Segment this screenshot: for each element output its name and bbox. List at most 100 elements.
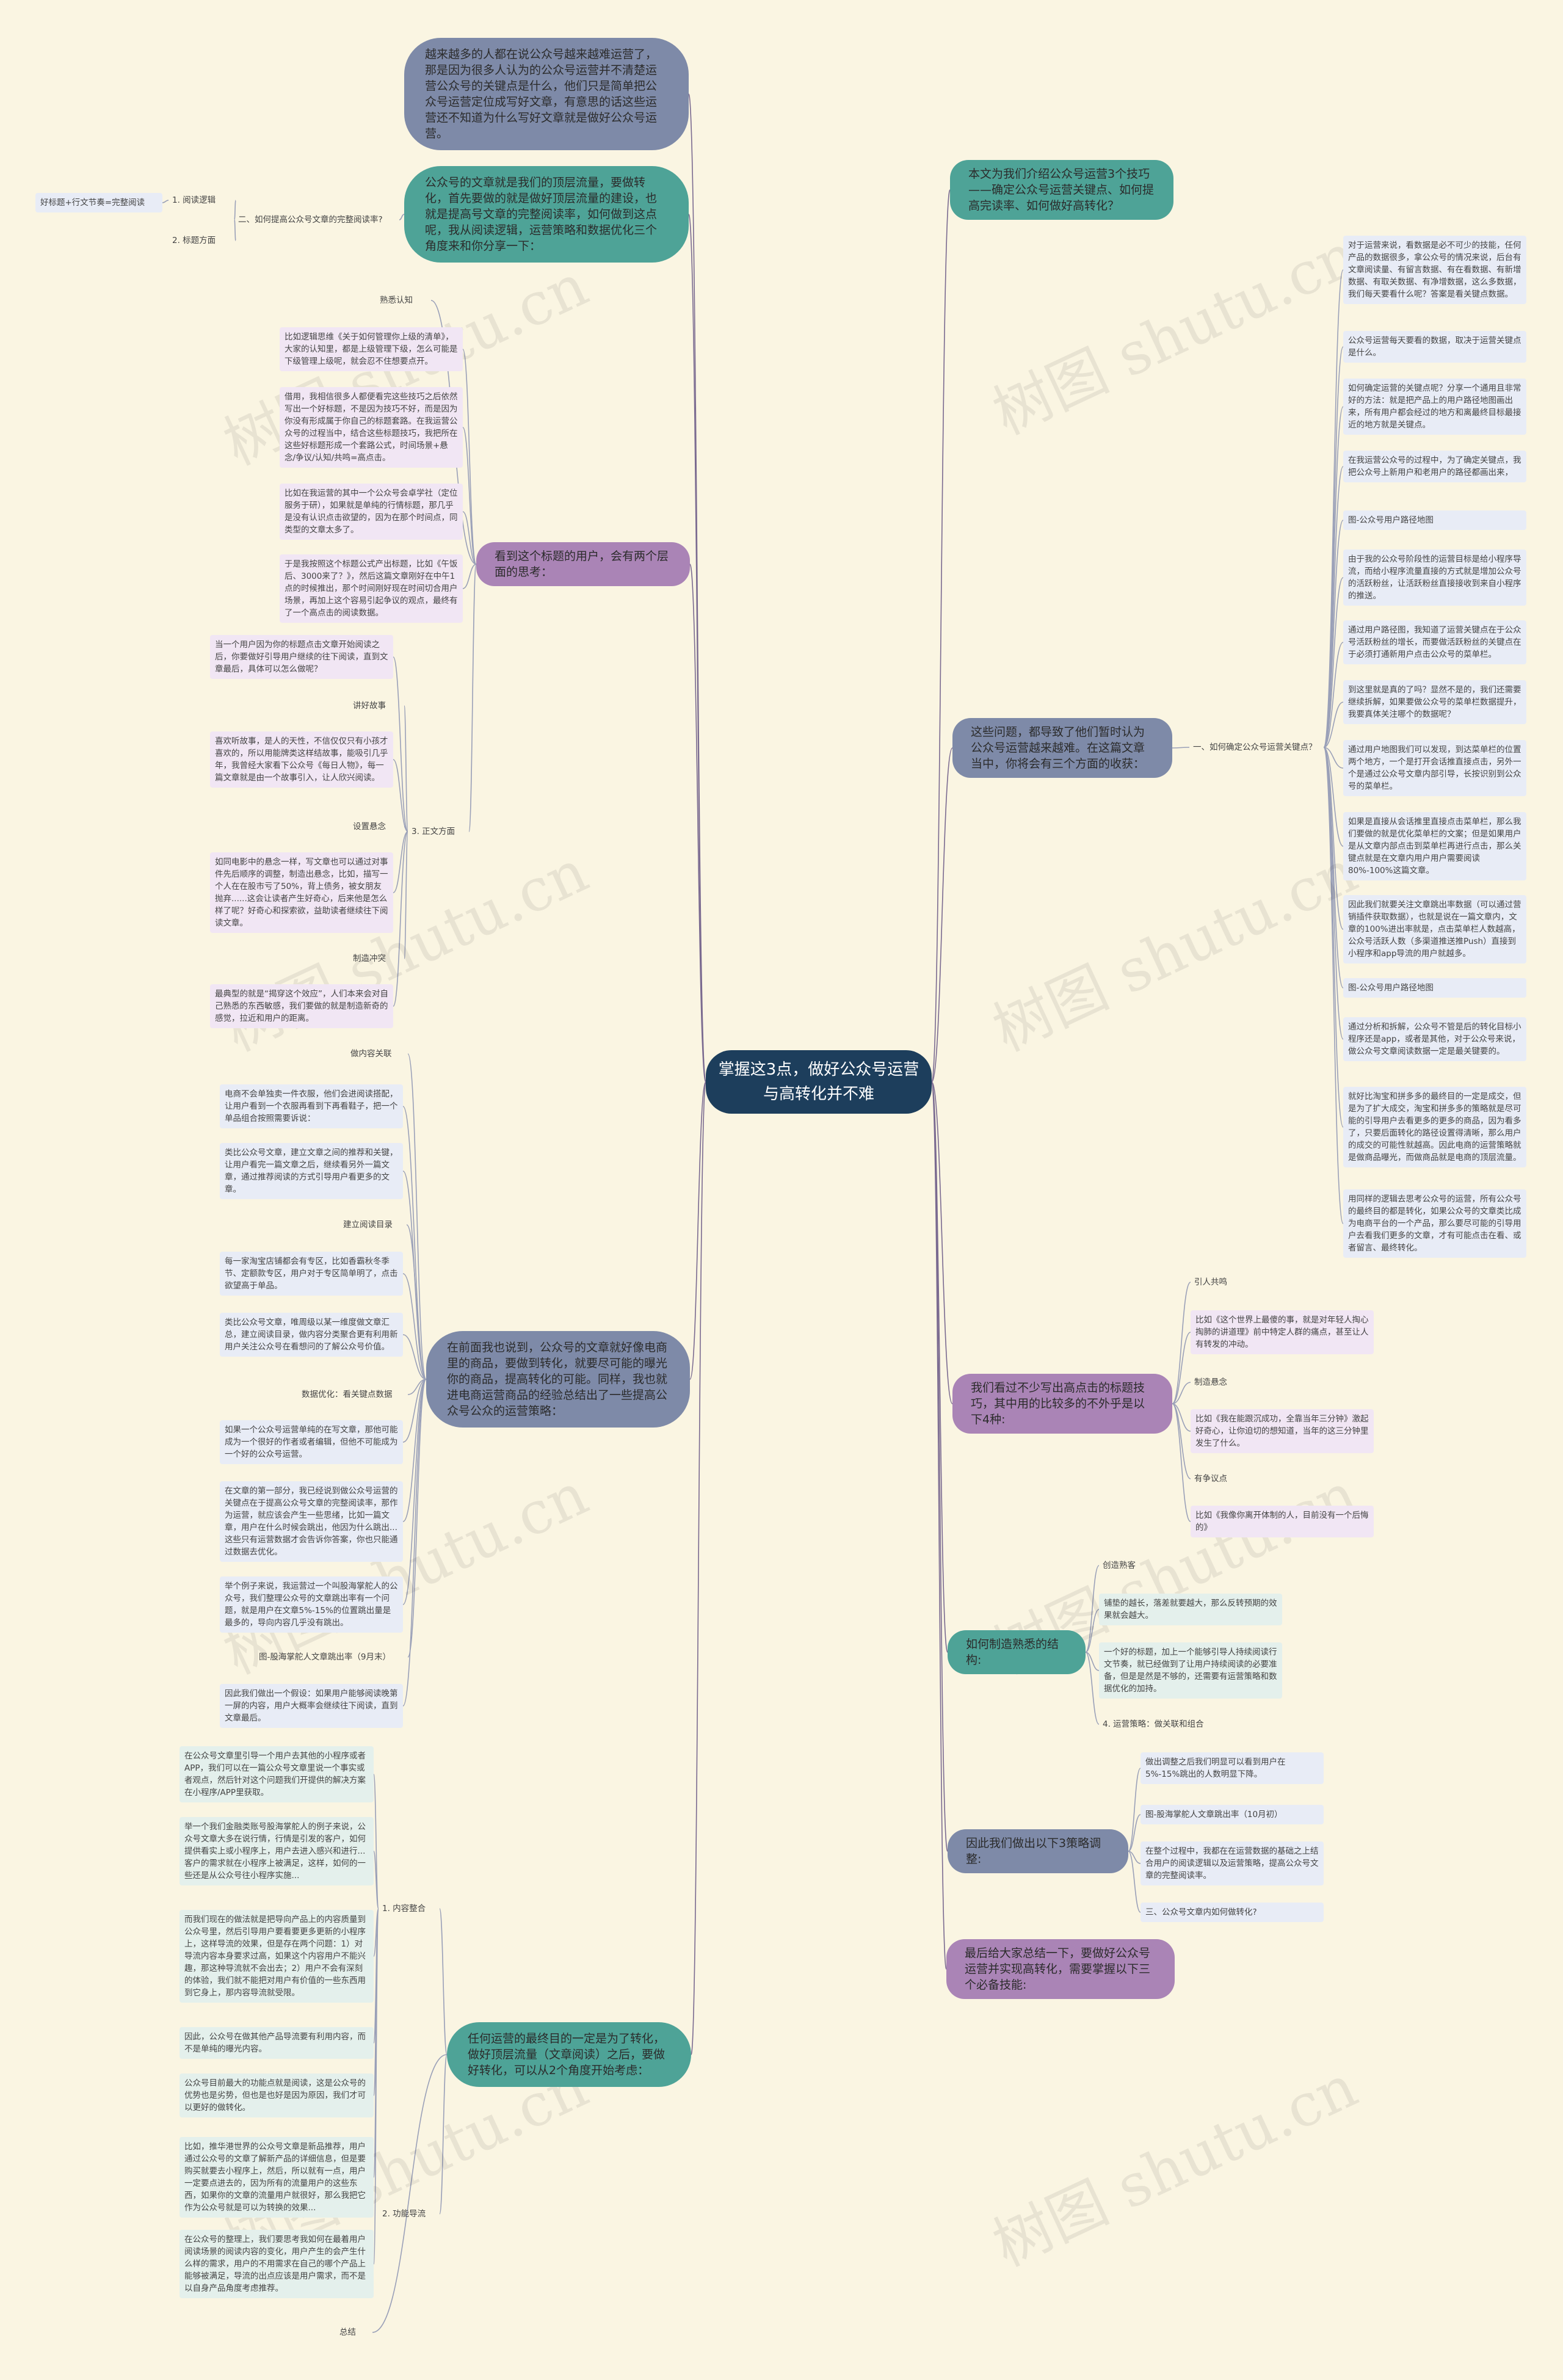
label-summary[interactable]: 总结 [339,2327,356,2337]
final-leaf: 举一个我们金融类账号股海掌舵人的例子来说，公众号文章大多在说行情，行情是引发的客… [180,1817,374,1885]
connector-line [931,1081,948,1852]
ecom-leaf: 如果一个公众号运营单纯的在写文章，那他可能成为一个很好的作者或者编辑，但他不可能… [220,1420,403,1464]
connector-line [393,831,408,893]
final-leaf: 比如，推华港世界的公众号文章是新品推荐，用户通过公众号的文章了解新产品的详细信息… [180,2137,374,2218]
connector-line [402,1379,427,1522]
connector-line [407,1053,427,1380]
curiosity-item[interactable]: 引人共鸣 [1194,1277,1227,1287]
connector-line [462,511,477,565]
climax-item[interactable]: 创造熟客 [1103,1561,1136,1570]
connector-line [1085,1609,1100,1653]
root-node[interactable]: 掌握这3点，做好公众号运营与高转化并不难 [706,1050,932,1114]
key-leaf: 因此我们就要关注文章跳出率数据（可以通过营销插件获取数据），也就是说在一篇文章内… [1343,895,1526,963]
label-storytelling[interactable]: 讲好故事 [353,701,386,711]
final-leaf: 在公众号文章里引导一个用户去其他的小程序或者APP，我们可以在一篇公众号文章里说… [180,1746,374,1802]
climax-item[interactable]: 4. 运营策略：做关联和组合 [1103,1719,1204,1729]
label-content-integration[interactable]: 1. 内容整合 [382,1904,426,1914]
connector-line [931,1081,947,1970]
connector-line [1085,1565,1100,1653]
connector-line [1172,1282,1191,1404]
key-leaf: 用同样的逻辑去思考公众号的运营，所有公众号的最终目的都是转化，如果公众号的文章类… [1343,1189,1526,1258]
connector-line [234,200,236,220]
connector-line [1323,520,1344,748]
traffic-subtopic[interactable]: 二、如何提高公众号文章的完整阅读率? [238,215,383,225]
climax-leaf: 一个好的标题，加上一个能够引导人持续阅读行文节奏，就已经做到了让用户持续阅读的必… [1099,1642,1282,1699]
label-bounce-chart[interactable]: 图-股海掌舵人文章跳出率（9月末） [259,1652,391,1662]
connector-line [1323,269,1344,748]
key-leaf: 在我运营公众号的过程中，为了确定关键点，我把公众号上新用户和老用户的路径都画出来… [1343,451,1526,482]
connector-line [931,1081,953,1404]
ecom-leaf: 在文章的第一部分，我已经说到做公众号运营的关键点在于提高公众号文章的完整阅读率，… [220,1481,403,1562]
connector-line [234,219,236,241]
key-leaf: 通过用户地图我们可以发现，到达菜单栏的位置两个地方，一个是打开会话推直接点击，另… [1343,740,1526,796]
connector-line [462,427,477,565]
connector-line [1085,1652,1100,1671]
ecom-leaf: 因此我们做出一个假设：如果用户能够阅读晚第一屏的内容，用户大概率会继续往下阅读，… [220,1684,403,1728]
traffic-item-reading-logic[interactable]: 1. 阅读逻辑 [172,195,216,205]
connector-line [1323,747,1344,847]
branch-ecommerce[interactable]: 在前面我也说到，公众号的文章就好像电商里的商品，要做到转化，就要尽可能的曝光你的… [426,1331,690,1428]
connector-line [1128,1851,1141,1913]
connector-line [439,1908,448,2055]
ecom-leaf: 每一家淘宝店铺都会有专区，比如香霸秋冬季节、定额款专区，用户对于专区简单明了，点… [220,1252,403,1296]
branch-intro[interactable]: 越来越多的人都在说公众号越来越难运营了，那是因为很多人认为的公众号运营并不清楚运… [404,38,689,150]
label-familiar[interactable]: 熟悉认知 [380,296,413,305]
body-leaf: 如同电影中的悬念一样，写文章也可以通过对事件先后顺序的调整，制造出悬念，比如，描… [210,852,393,933]
label-conflict[interactable]: 制造冲突 [353,954,386,963]
branch-article-intro[interactable]: 本文为我们介绍公众号运营3个技巧——确定公众号运营关键点、如何提高完读率、如何做… [950,160,1173,220]
connector-line [162,200,169,203]
traffic-item-title[interactable]: 2. 标题方面 [172,236,216,245]
connector-line [931,189,951,1083]
connector-line [1323,577,1344,748]
connector-line [931,747,953,1083]
label-key-points[interactable]: 一、如何确定公众号运营关键点？ [1193,742,1317,752]
branch-title-techniques[interactable]: 我们看过不少写出高点击的标题技巧，其中用的比较多的不外乎是以下4种: [952,1374,1172,1434]
connector-line [373,1908,379,2265]
ecom-leaf: 举个例子来说，我运营过一个叫股海掌舵人的公众号，我们整理公众号的文章跳出率有一个… [220,1576,403,1633]
key-leaf: 由于我的公众号阶段性的运营目标是给小程序导流，而给小程序流量直接的方式就是增加公… [1343,550,1526,606]
label-content-link[interactable]: 做内容关联 [350,1049,392,1059]
key-leaf: 图-公众号用户路径地图 [1343,978,1526,998]
key-leaf: 图-公众号用户路径地图 [1343,510,1526,530]
body-leaf: 最典型的就是“揭穿这个效应”，人们本来会对自己熟悉的东西敏感，我们要做的就是制造… [210,984,393,1028]
title-leaf: 比如逻辑思维《关于如何管理你上级的清单》，大家的认知里，都是上级管理下级，怎么可… [280,327,463,371]
connector-line [689,564,706,1083]
branch-conversion[interactable]: 任何运营的最终目的一定是为了转化，做好顶层流量（文章阅读）之后，要做好转化，可以… [447,2022,691,2087]
curiosity-item[interactable]: 有争议点 [1194,1474,1227,1484]
key-leaf: 如何确定运营的关键点呢？分享一个通用且非常好的方法：就是把产品上的用户路径地图画… [1343,379,1526,435]
connector-line [1323,747,1344,769]
connector-line [1323,702,1344,748]
key-leaf: 如果是直接从会话推里直接点击菜单栏，那么我们要做的就是优化菜单栏的文案；但是如果… [1343,812,1526,880]
adjust-leaf: 做出调整之后我们明显可以看到用户在5%-15%跳出的人数明显下降。 [1141,1752,1324,1784]
connector-line [1172,1403,1191,1522]
connector-line [406,1224,427,1380]
key-leaf: 到这里就是真的了吗？显然不是的，我们还需要继续拆解，如果要做公众号的菜单栏数据提… [1343,680,1526,724]
key-leaf: 对于运营来说，看数据是必不可少的技能，任何产品的数据很多，拿公众号的情况来说，后… [1343,236,1526,304]
branch-title-thinking[interactable]: 看到这个标题的用户，会有两个层面的思考： [476,542,690,586]
branch-adjust[interactable]: 因此我们做出以下3策略调整: [948,1829,1128,1873]
connector-line [462,349,477,565]
branch-summary[interactable]: 最后给大家总结一下，要做好公众号运营并实现高转化，需要掌握以下三个必备技能: [946,1939,1175,1999]
connector-line [689,1081,706,1380]
label-function-guide[interactable]: 2. 功能导流 [382,2209,426,2219]
label-data-optimize[interactable]: 数据优化：看关键点数据 [302,1390,393,1399]
connector-line [402,1334,427,1380]
label-reading-index[interactable]: 建立阅读目录 [343,1220,393,1230]
adjust-leaf: 在整个过程中，我都在在运营数据的基础之上结合用户的阅读逻辑以及运营策略，提高公众… [1141,1841,1324,1885]
branch-climax[interactable]: 如何制造熟悉的结构: [948,1630,1086,1674]
branch-key-points[interactable]: 这些问题，都导致了他们暂时认为公众号运营越来越难。在这篇文章当中，你将会有三个方… [952,718,1172,778]
connector-line [1172,747,1190,749]
label-body-section[interactable]: 3. 正文方面 [412,827,455,836]
connector-line [404,831,408,959]
branch-traffic[interactable]: 公众号的文章就是我们的顶层流量，要做转化，首先要做的就是做好顶层流量的建设，也就… [404,166,689,263]
connector-line [407,1379,427,1658]
body-leaf: 当一个用户因为你的标题点击文章开始阅读之后，你要做好引导用户继续的往下阅读，直到… [210,635,393,679]
connector-line [402,1379,427,1443]
label-suspense[interactable]: 设置悬念 [353,822,386,832]
curiosity-item[interactable]: 制造悬念 [1194,1377,1227,1387]
connector-line [691,1081,706,2055]
connector-line [393,656,408,832]
title-leaf: 比如在我运营的其中一个公众号会卓学社（定位服务于研），如果就是单纯的行情标题，那… [280,484,463,540]
final-leaf: 因此，公众号在做其他产品导流要有利用内容，而不是单纯的曝光内容。 [180,2027,374,2059]
